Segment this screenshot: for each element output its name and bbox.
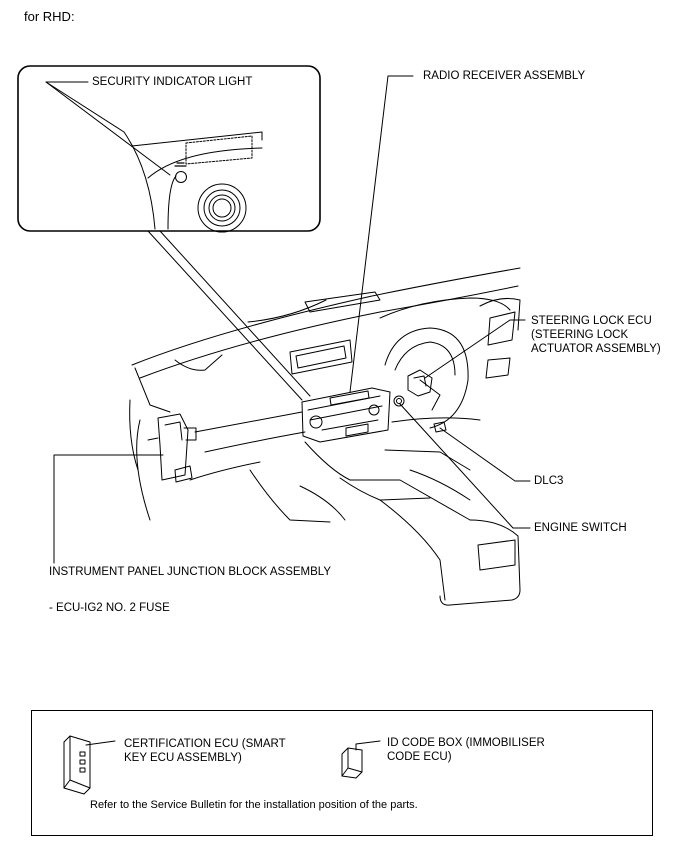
- service-bulletin-note: Refer to the Service Bulletin for the in…: [90, 799, 418, 811]
- certification-ecu-label: CERTIFICATION ECU (SMART KEY ECU ASSEMBL…: [124, 738, 286, 764]
- id-code-box-icon: [341, 740, 381, 779]
- dlc3-shape: [433, 421, 447, 433]
- dlc3-label: DLC3: [534, 475, 564, 487]
- radio-receiver-label: RADIO RECEIVER ASSEMBLY: [423, 70, 586, 82]
- zoom-line: [159, 230, 311, 397]
- radio-leader-line: [349, 75, 414, 393]
- dial-knob-icon: [197, 183, 247, 233]
- security-indicator-inset: [17, 65, 321, 233]
- engine-switch-leader-line: [399, 403, 531, 529]
- engine-switch-shape: [393, 395, 405, 407]
- id-code-box-label: ID CODE BOX (IMMOBILISER CODE ECU): [387, 737, 545, 763]
- certification-ecu-icon: [63, 735, 116, 795]
- legend-box: [31, 710, 653, 836]
- page-heading: for RHD:: [24, 9, 75, 24]
- steering-lock-ecu-label: STEERING LOCK ECU (STEERING LOCK ACTUATO…: [531, 315, 661, 355]
- junction-block-shape: [157, 413, 189, 481]
- junction-block-leader-line: [53, 454, 164, 564]
- fuse-label: - ECU-IG2 NO. 2 FUSE: [49, 602, 170, 614]
- dashboard-illustration: [129, 267, 521, 606]
- steering-lock-leader-line: [424, 319, 526, 379]
- dlc3-leader-line: [439, 427, 531, 482]
- security-indicator-light-label: SECURITY INDICATOR LIGHT: [92, 76, 253, 88]
- steering-lock-ecu-shape: [407, 369, 433, 397]
- zoom-line: [147, 230, 303, 401]
- engine-switch-label: ENGINE SWITCH: [534, 522, 627, 534]
- junction-block-label: INSTRUMENT PANEL JUNCTION BLOCK ASSEMBLY: [49, 566, 332, 578]
- security-indicator-light-icon: [175, 171, 187, 183]
- radio-receiver-shape: [301, 387, 391, 443]
